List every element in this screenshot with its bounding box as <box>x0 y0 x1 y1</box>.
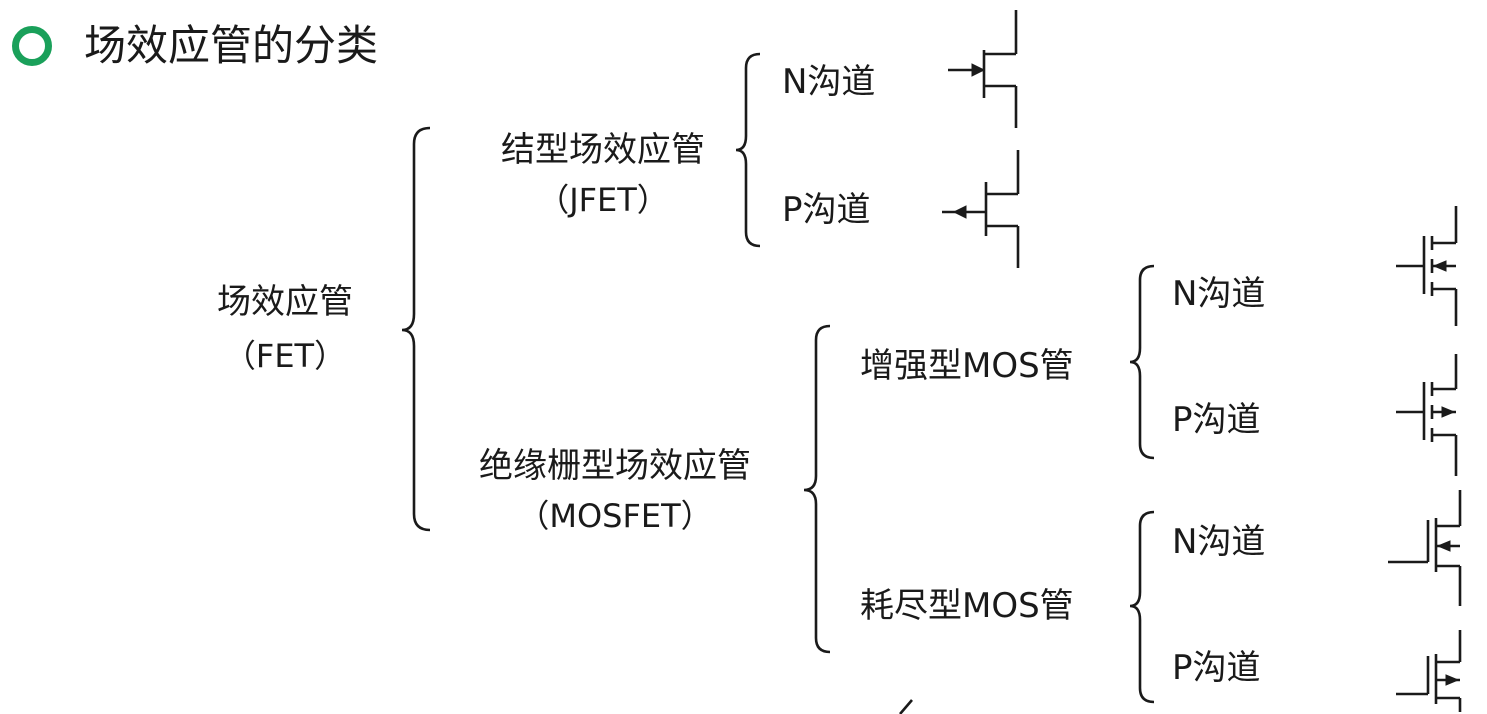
root-brace <box>401 126 431 532</box>
jfet-p-channel-label: P沟道 <box>782 190 871 230</box>
dep-n-channel-symbol-icon <box>1388 490 1462 606</box>
jfet-n-channel-symbol-icon <box>948 10 1018 128</box>
depletion-brace <box>1129 510 1155 704</box>
depletion-mos-label: 耗尽型MOS管 <box>860 586 1074 626</box>
enh-p-channel-symbol-icon <box>1396 354 1458 476</box>
dep-p-channel-label: P沟道 <box>1172 648 1261 688</box>
enh-n-channel-symbol-icon <box>1396 206 1458 326</box>
page-title: 场效应管的分类 <box>84 21 379 70</box>
root-node-abbr: （FET） <box>223 337 347 375</box>
jfet-node-name: 结型场效应管 <box>501 130 705 170</box>
dep-p-channel-symbol-icon <box>1396 630 1462 712</box>
enh-n-channel-label: N沟道 <box>1172 274 1266 314</box>
dep-n-channel-label: N沟道 <box>1172 522 1266 562</box>
mosfet-node-name: 绝缘栅型场效应管 <box>479 446 751 486</box>
pen-cursor-icon <box>899 699 913 714</box>
enhancement-mos-label: 增强型MOS管 <box>860 346 1074 386</box>
title-ring-icon <box>12 26 52 66</box>
jfet-node-abbr: （JFET） <box>537 181 669 219</box>
mosfet-brace <box>803 324 831 654</box>
enh-p-channel-label: P沟道 <box>1172 400 1261 440</box>
enhancement-brace <box>1129 264 1155 460</box>
jfet-p-channel-symbol-icon <box>942 150 1020 268</box>
root-node-name: 场效应管 <box>217 282 353 322</box>
jfet-brace <box>735 52 761 248</box>
mosfet-node-abbr: （MOSFET） <box>517 497 713 535</box>
jfet-n-channel-label: N沟道 <box>782 62 876 102</box>
